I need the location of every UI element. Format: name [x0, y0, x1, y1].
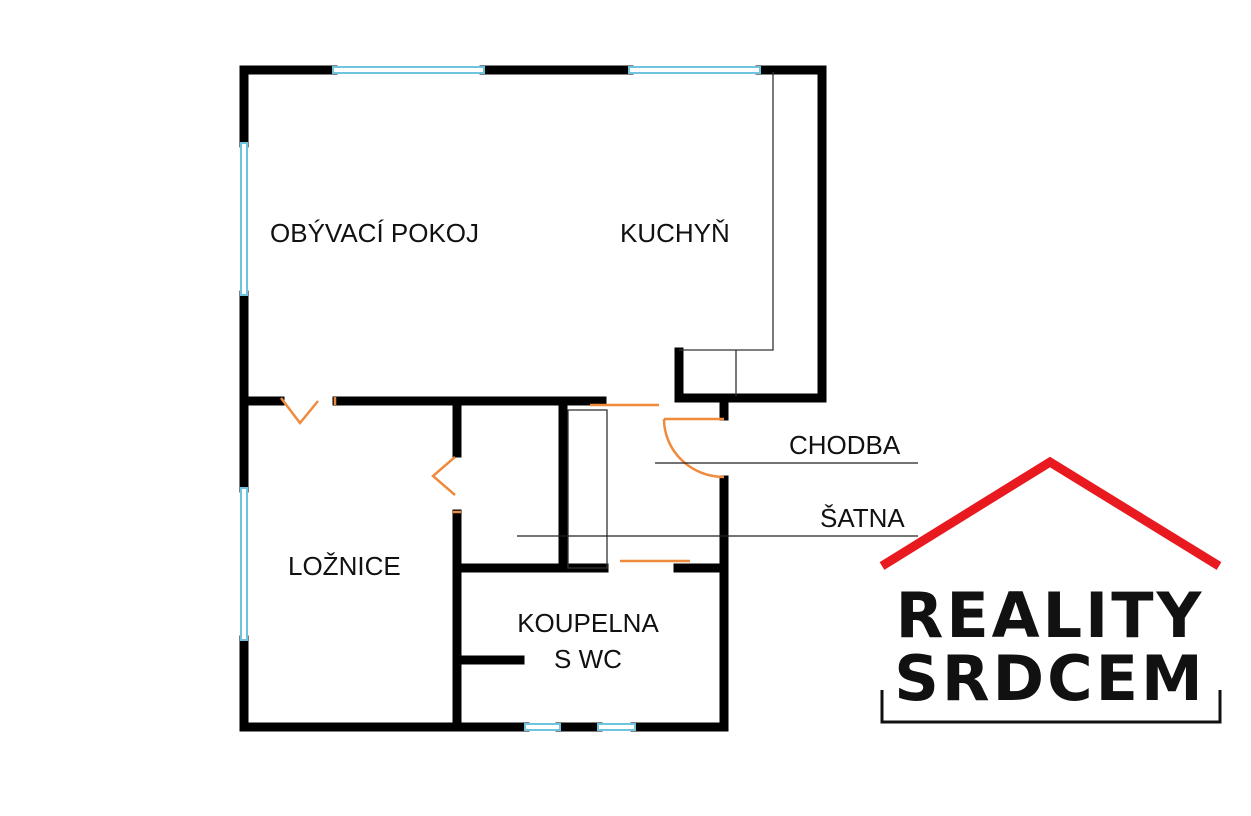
logo-line2: SRDCEM [894, 642, 1205, 715]
fixtures [567, 72, 774, 569]
leader-lines [517, 462, 918, 537]
room-label-living-room: OBÝVACÍ POKOJ [270, 218, 479, 248]
doors [280, 397, 725, 563]
logo: REALITY SRDCEM [879, 456, 1222, 724]
room-label-bathroom-wc: S WC [554, 644, 622, 674]
walls [239, 65, 827, 732]
logo-bracket [880, 690, 1222, 724]
logo-line1: REALITY [896, 579, 1205, 652]
windows [240, 66, 761, 731]
room-label-bathroom: KOUPELNA [517, 608, 659, 638]
room-label-kitchen: KUCHYŇ [620, 218, 730, 248]
roof-icon [879, 456, 1222, 570]
room-label-wardrobe: ŠATNA [820, 503, 905, 533]
room-label-bedroom: LOŽNICE [288, 551, 401, 581]
room-label-hallway: CHODBA [789, 430, 901, 460]
